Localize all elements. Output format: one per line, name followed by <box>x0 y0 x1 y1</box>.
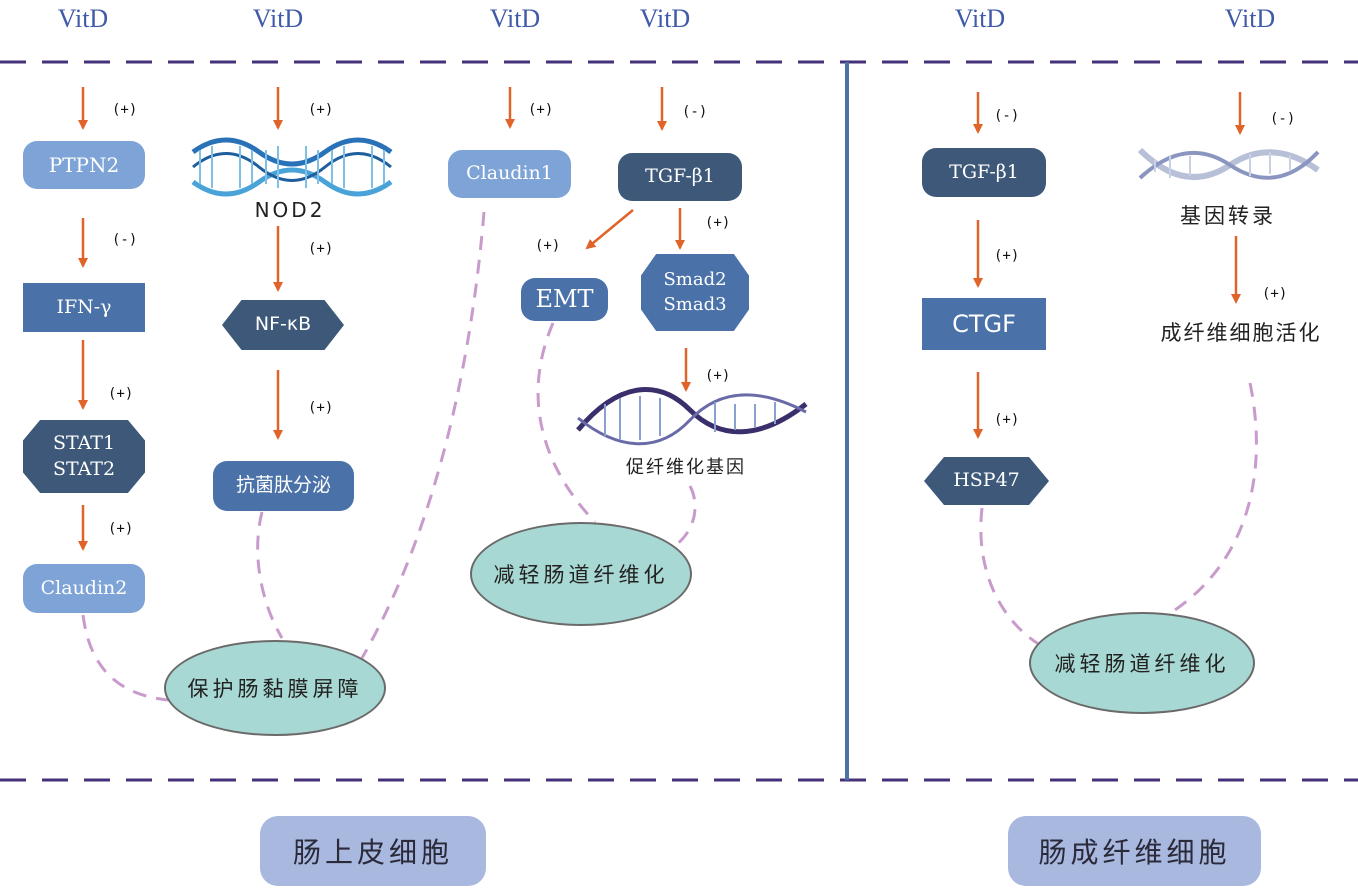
link-activation-fibrosis <box>1171 382 1258 614</box>
node-tgfb1-b: TGF-β1 <box>922 148 1046 197</box>
node-emt: EMT <box>521 278 608 321</box>
link-hsp47-fibrosis <box>979 507 1041 647</box>
vitd-label-4: VitD <box>639 4 691 33</box>
sign-emt: (+) <box>535 238 561 254</box>
vitd-label-2: VitD <box>252 4 304 33</box>
sign-nfkb: (+) <box>308 241 334 257</box>
link-emt-fibrosis <box>536 322 597 524</box>
outcome-fibrosis-fibroblast: 减轻肠道纤维化 <box>1029 612 1255 714</box>
node-nfkb: NF-κB <box>222 300 344 350</box>
link-amp-barrier <box>256 511 284 639</box>
arrow-tgfb1-emt <box>585 209 634 250</box>
node-stat: STAT1 STAT2 <box>23 420 145 493</box>
outcome-fibrosis-epithelial: 减轻肠道纤维化 <box>470 522 692 626</box>
node-hsp47: HSP47 <box>924 457 1049 505</box>
link-genes-fibrosis <box>675 485 697 547</box>
node-amp: 抗菌肽分泌 <box>213 461 354 511</box>
node-ptpn2: PTPN2 <box>23 141 145 189</box>
dna-nod2-icon <box>191 137 393 197</box>
dna-fibrosis-genes-icon <box>576 387 808 446</box>
sign-claudin2: (+) <box>108 521 134 537</box>
node-claudin1: Claudin1 <box>448 150 571 198</box>
link-claudin2-barrier <box>81 614 169 702</box>
node-fibrosis-genes: 促纤维化基因 <box>626 457 746 478</box>
node-fibroblast-activation: 成纤维细胞活化 <box>1160 321 1322 345</box>
sign-activation: (+) <box>1262 286 1288 302</box>
node-ctgf: CTGF <box>922 298 1046 350</box>
cell-label-fibroblast: 肠成纤维细胞 <box>1008 816 1261 886</box>
vitd-label-3: VitD <box>489 4 541 33</box>
sign-ifng: (-) <box>112 232 138 248</box>
vitd-label-6: VitD <box>1224 4 1276 33</box>
dna-transcription-icon <box>1137 147 1320 180</box>
outcome-barrier: 保护肠黏膜屏障 <box>164 640 386 736</box>
node-nod2: NOD2 <box>254 198 326 222</box>
node-smad: Smad2 Smad3 <box>641 254 749 331</box>
sign-claudin1: (+) <box>528 102 554 118</box>
sign-stat: (+) <box>108 386 134 402</box>
node-transcription: 基因转录 <box>1180 204 1276 228</box>
vitd-label-1: VitD <box>57 4 109 33</box>
node-tgfb1-a: TGF-β1 <box>618 153 742 201</box>
node-ifng: IFN-γ <box>23 283 145 332</box>
sign-ctgf: (+) <box>994 248 1020 264</box>
cell-label-epithelial: 肠上皮细胞 <box>260 816 486 886</box>
node-claudin2: Claudin2 <box>23 564 145 613</box>
sign-transcription: (-) <box>1270 111 1296 127</box>
sign-tgfb1: (-) <box>682 104 708 120</box>
sign-genes: (+) <box>705 368 731 384</box>
link-claudin1-barrier <box>360 211 486 659</box>
sign-ptpn2: (+) <box>112 102 138 118</box>
sign-hsp47: (+) <box>994 412 1020 428</box>
sign-smad: (+) <box>705 215 731 231</box>
vitd-label-5: VitD <box>954 4 1006 33</box>
sign-amp: (+) <box>308 400 334 416</box>
sign-nod2: (+) <box>308 102 334 118</box>
sign-tgfb1-b: (-) <box>994 108 1020 124</box>
